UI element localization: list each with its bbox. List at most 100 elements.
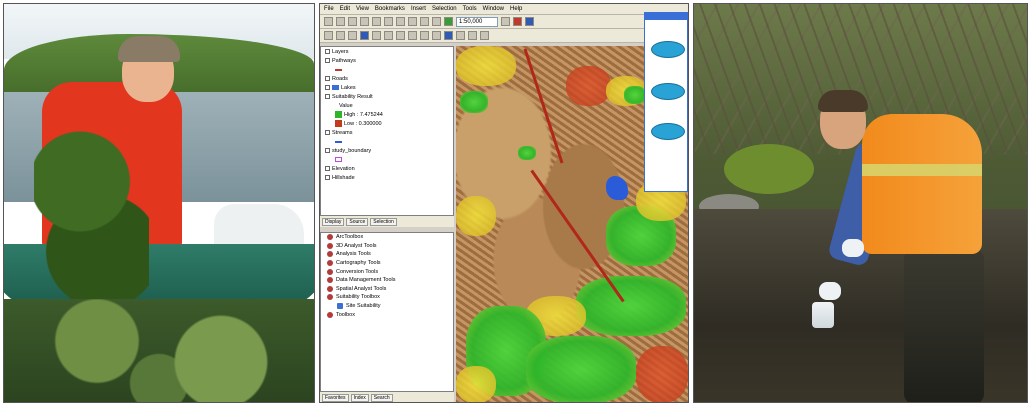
toolbox-item[interactable]: Spatial Analyst Tools	[321, 285, 453, 294]
reflective-stripe	[862, 164, 982, 176]
tab-search[interactable]: Search	[370, 393, 393, 402]
print-icon[interactable]	[360, 17, 369, 26]
menu-file[interactable]: File	[324, 6, 334, 12]
save-icon[interactable]	[348, 17, 357, 26]
tab-index[interactable]: Index	[350, 393, 369, 402]
suitability-zone	[624, 86, 646, 104]
fixed-zoom-in-icon[interactable]	[372, 31, 381, 40]
menu-view[interactable]: View	[356, 6, 369, 12]
menu-help[interactable]: Help	[510, 6, 523, 12]
model-node[interactable]	[651, 41, 685, 58]
tab-favorites[interactable]: Favorites	[322, 393, 349, 402]
measure-icon[interactable]	[468, 31, 477, 40]
toolbox-icon	[327, 311, 333, 318]
toolbox-item[interactable]: Conversion Tools	[321, 267, 453, 276]
select-elements-icon[interactable]	[432, 31, 441, 40]
suitability-zone	[460, 91, 488, 113]
find-icon[interactable]	[456, 31, 465, 40]
menu-tools[interactable]: Tools	[462, 6, 477, 12]
menu-edit[interactable]: Edit	[339, 6, 351, 12]
cut-icon[interactable]	[372, 17, 381, 26]
toc-layer-study-boundary[interactable]: study_boundary	[321, 146, 453, 155]
toolbox-item[interactable]: Toolbox	[321, 310, 453, 319]
toolbox-item[interactable]: Analysis Tools	[321, 250, 453, 259]
checkbox-icon[interactable]	[325, 175, 330, 180]
toolbox-icon	[327, 260, 333, 267]
suitability-zone	[576, 276, 686, 336]
toolbox-icon	[327, 242, 333, 249]
redo-icon[interactable]	[432, 17, 441, 26]
tab-source[interactable]: Source	[346, 217, 369, 226]
identify-icon[interactable]	[444, 31, 453, 40]
model-title-bar	[645, 13, 687, 20]
toc-layer-lakes[interactable]: Lakes	[321, 83, 453, 92]
open-icon[interactable]	[336, 17, 345, 26]
tools-toolbar	[320, 29, 688, 43]
toc-layer-pathways[interactable]: Pathways	[321, 56, 453, 65]
toolbox-root[interactable]: ArcToolbox	[321, 233, 453, 242]
checkbox-icon[interactable]	[325, 58, 330, 63]
model-node[interactable]	[651, 83, 685, 100]
toolbox-icon[interactable]	[513, 17, 522, 26]
menu-insert[interactable]: Insert	[410, 6, 426, 12]
checkbox-icon[interactable]	[325, 148, 330, 153]
undo-icon[interactable]	[420, 17, 429, 26]
low-swatch	[335, 120, 342, 127]
toolbox-icon	[327, 277, 333, 284]
hyperlink-icon[interactable]	[480, 31, 489, 40]
expand-icon[interactable]	[325, 49, 330, 54]
zoom-in-icon[interactable]	[324, 31, 333, 40]
toc-tab-bar: Display Source Selection	[320, 216, 454, 227]
toc-layer-roads[interactable]: Roads	[321, 74, 453, 83]
waders	[904, 249, 984, 402]
toc-layer-hillshade[interactable]: Hillshade	[321, 173, 453, 182]
toc-layers[interactable]: Layers	[321, 47, 453, 56]
canoe-photo	[3, 3, 315, 403]
checkbox-icon[interactable]	[325, 166, 330, 171]
camo-cap	[118, 36, 180, 62]
toolbox-item[interactable]: 3D Analyst Tools	[321, 242, 453, 251]
copy-icon[interactable]	[384, 17, 393, 26]
suitability-zone	[456, 366, 496, 402]
suitability-zone	[636, 346, 688, 402]
tab-display[interactable]: Display	[322, 217, 345, 226]
map-scale-input[interactable]: 1:50,000	[456, 16, 498, 27]
toc-legend-low: Low : 0.300000	[321, 119, 453, 128]
model-builder-window[interactable]	[644, 12, 688, 192]
model-tool-item[interactable]: Site Suitability	[321, 302, 453, 311]
toc-layer-elevation[interactable]: Elevation	[321, 164, 453, 173]
paste-icon[interactable]	[396, 17, 405, 26]
editor-icon[interactable]	[501, 17, 510, 26]
zoom-out-icon[interactable]	[336, 31, 345, 40]
full-extent-icon[interactable]	[360, 31, 369, 40]
pan-icon[interactable]	[348, 31, 357, 40]
menu-bookmarks[interactable]: Bookmarks	[374, 6, 405, 12]
delete-icon[interactable]	[408, 17, 417, 26]
add-data-icon[interactable]	[444, 17, 453, 26]
forward-extent-icon[interactable]	[408, 31, 417, 40]
checkbox-icon[interactable]	[325, 85, 330, 90]
model-builder-icon[interactable]	[525, 17, 534, 26]
toolbox-item[interactable]: Data Management Tools	[321, 276, 453, 285]
model-node[interactable]	[651, 123, 685, 140]
toc-layer-suitability[interactable]: Suitability Result	[321, 92, 453, 101]
toc-layer-streams[interactable]: Streams	[321, 128, 453, 137]
table-of-contents: Layers Pathways Roads Lakes Suitability …	[320, 46, 454, 216]
back-extent-icon[interactable]	[396, 31, 405, 40]
toolbox-icon	[327, 285, 333, 292]
checkbox-icon[interactable]	[325, 130, 330, 135]
menu-window[interactable]: Window	[482, 6, 504, 12]
toc-legend-value: Value	[339, 102, 353, 109]
checkbox-icon[interactable]	[325, 94, 330, 99]
toolbox-item[interactable]: Cartography Tools	[321, 259, 453, 268]
menu-selection[interactable]: Selection	[431, 6, 457, 12]
lake-swatch	[332, 85, 339, 90]
checkbox-icon[interactable]	[325, 76, 330, 81]
mossy-bank	[724, 144, 814, 194]
tab-selection[interactable]: Selection	[370, 217, 397, 226]
toolbox-item[interactable]: Suitability Toolbox	[321, 293, 453, 302]
fixed-zoom-out-icon[interactable]	[384, 31, 393, 40]
select-features-icon[interactable]	[420, 31, 429, 40]
lily-pads	[4, 299, 314, 402]
new-icon[interactable]	[324, 17, 333, 26]
